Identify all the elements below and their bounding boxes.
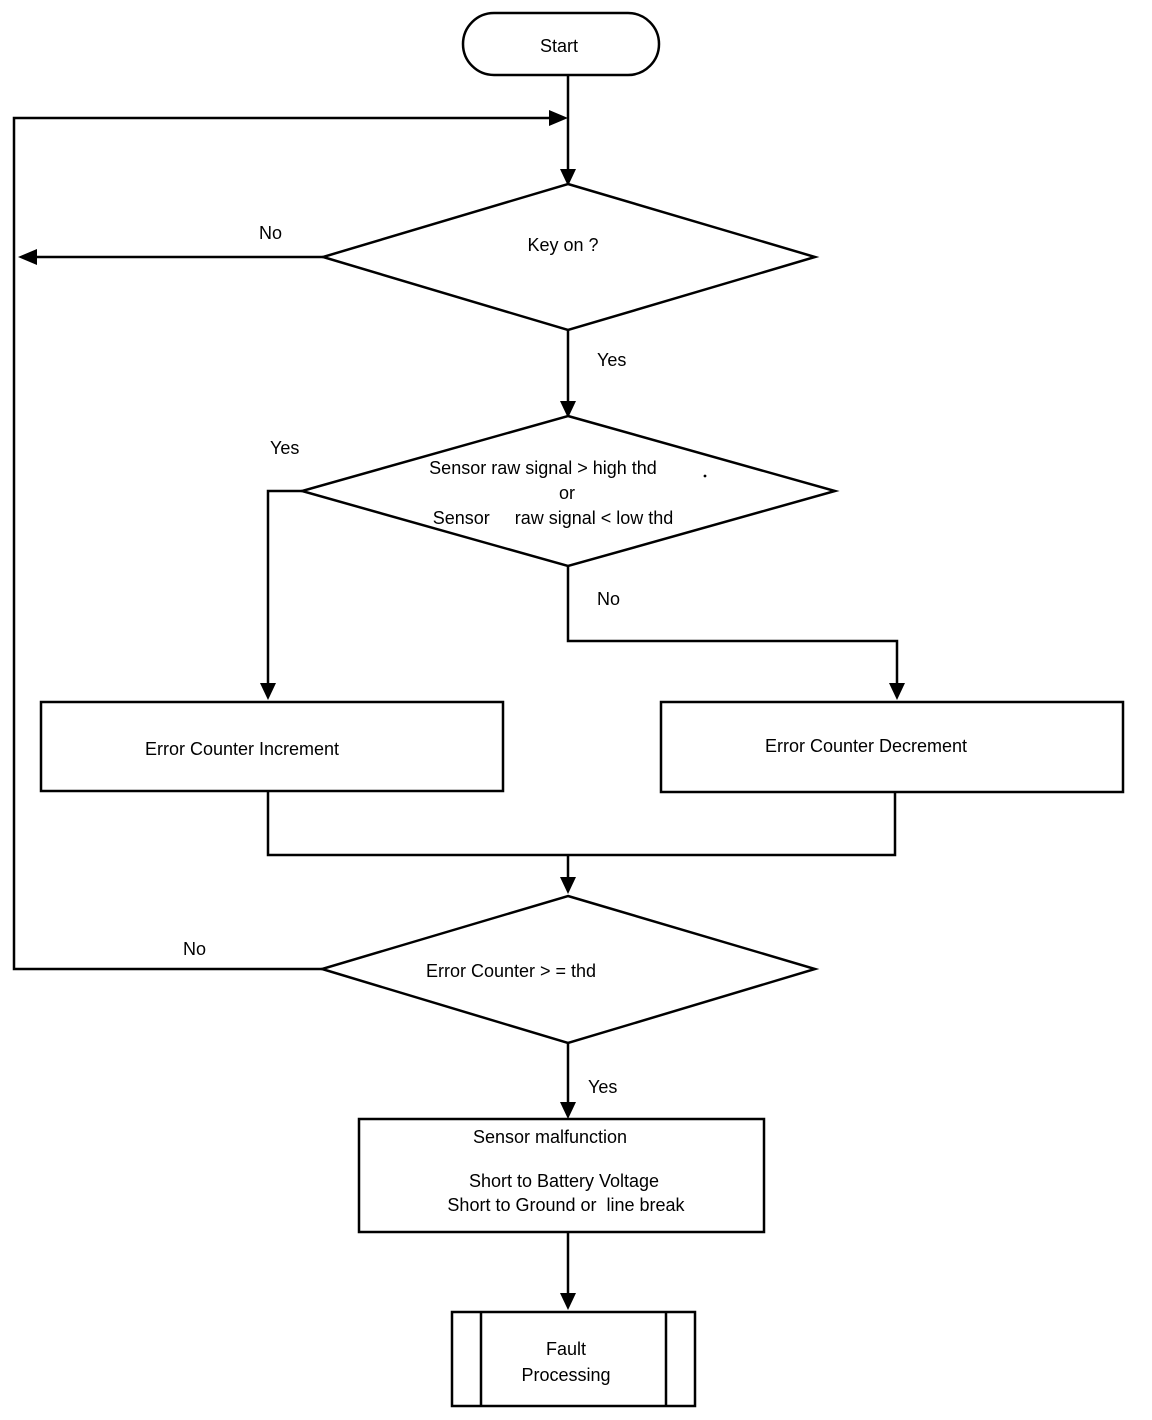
arrowhead-loop-back xyxy=(549,110,568,126)
arrowhead-sensor-check xyxy=(560,401,576,418)
counter-check-label: Error Counter > = thd xyxy=(426,961,596,981)
loop-back-line xyxy=(12,116,550,971)
start-terminal xyxy=(461,11,661,77)
connector-sensor-yes xyxy=(266,489,302,684)
sensor-check-line2: or xyxy=(559,483,575,503)
arrowhead-increment xyxy=(260,683,276,700)
sensor-check-line3: Sensor raw signal < low thd xyxy=(433,508,674,528)
counter-yes-label: Yes xyxy=(588,1077,617,1097)
malfunction-line1: Sensor malfunction xyxy=(473,1127,627,1147)
decrement-label: Error Counter Decrement xyxy=(765,736,967,756)
counter-no-label: No xyxy=(183,939,206,959)
arrowhead-counter-check xyxy=(560,877,576,894)
arrowhead-keyon xyxy=(560,169,576,186)
key-on-label: Key on ? xyxy=(527,235,598,255)
sensor-yes-label: Yes xyxy=(270,438,299,458)
merge-line xyxy=(266,791,897,857)
key-on-no-label: No xyxy=(259,223,282,243)
malfunction-line3: Short to Ground or line break xyxy=(447,1195,685,1215)
increment-box xyxy=(39,700,505,793)
start-label: Start xyxy=(540,36,578,56)
key-on-yes-label: Yes xyxy=(597,350,626,370)
arrowhead-fault xyxy=(560,1293,576,1310)
connector-sensor-no xyxy=(566,566,899,684)
key-on-decision xyxy=(318,182,820,332)
increment-label: Error Counter Increment xyxy=(145,739,339,759)
fault-line2: Processing xyxy=(521,1365,610,1385)
sensor-no-label: No xyxy=(597,589,620,609)
arrowhead-malfunction xyxy=(560,1102,576,1119)
fault-processing-box xyxy=(450,1310,697,1408)
malfunction-box xyxy=(357,1117,766,1234)
decrement-box xyxy=(659,700,1125,794)
arrowhead-keyon-no xyxy=(18,249,37,265)
stray-dot xyxy=(703,474,707,478)
malfunction-line2: Short to Battery Voltage xyxy=(469,1171,659,1191)
arrowhead-decrement xyxy=(889,683,905,700)
fault-line1: Fault xyxy=(546,1339,586,1359)
sensor-check-line1: Sensor raw signal > high thd xyxy=(429,458,657,478)
